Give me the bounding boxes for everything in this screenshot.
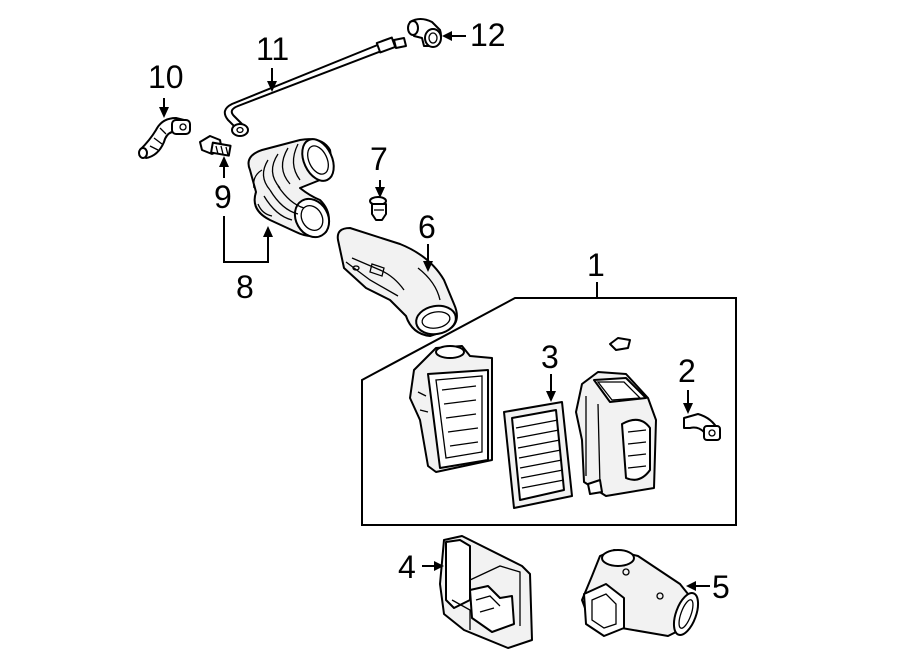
callout-11: 11 [256,31,289,67]
gasket-piece [609,337,631,351]
callout-2: 2 [678,353,696,389]
callout-5: 5 [712,569,730,605]
part-11-vent-tube[interactable] [223,36,407,137]
callout-6: 6 [418,209,436,245]
callout-12: 12 [470,17,506,53]
part-8-air-duct-hose[interactable] [247,134,340,243]
callout-3: 3 [541,339,559,375]
callout-7: 7 [370,141,388,177]
part-3-filter-element[interactable] [503,401,573,509]
assembly-box [361,297,737,526]
callout-9: 9 [214,179,232,215]
part-4-bracket[interactable] [439,535,533,649]
air-cleaner-lower-housing[interactable] [409,345,493,473]
part-6-air-inlet-duct[interactable] [336,227,458,337]
callout-10: 10 [148,59,184,95]
callout-8: 8 [236,269,254,305]
callout-1: 1 [587,247,605,283]
part-7-plug[interactable] [369,196,387,221]
part-2-clamp[interactable] [683,413,721,441]
callout-4: 4 [398,549,416,585]
part-5-resonator[interactable] [581,549,703,638]
part-9-bolt[interactable] [199,135,232,157]
part-10-hose[interactable] [138,117,191,159]
air-cleaner-upper-housing[interactable] [575,371,657,497]
part-12-elbow-fitting[interactable] [407,18,442,48]
